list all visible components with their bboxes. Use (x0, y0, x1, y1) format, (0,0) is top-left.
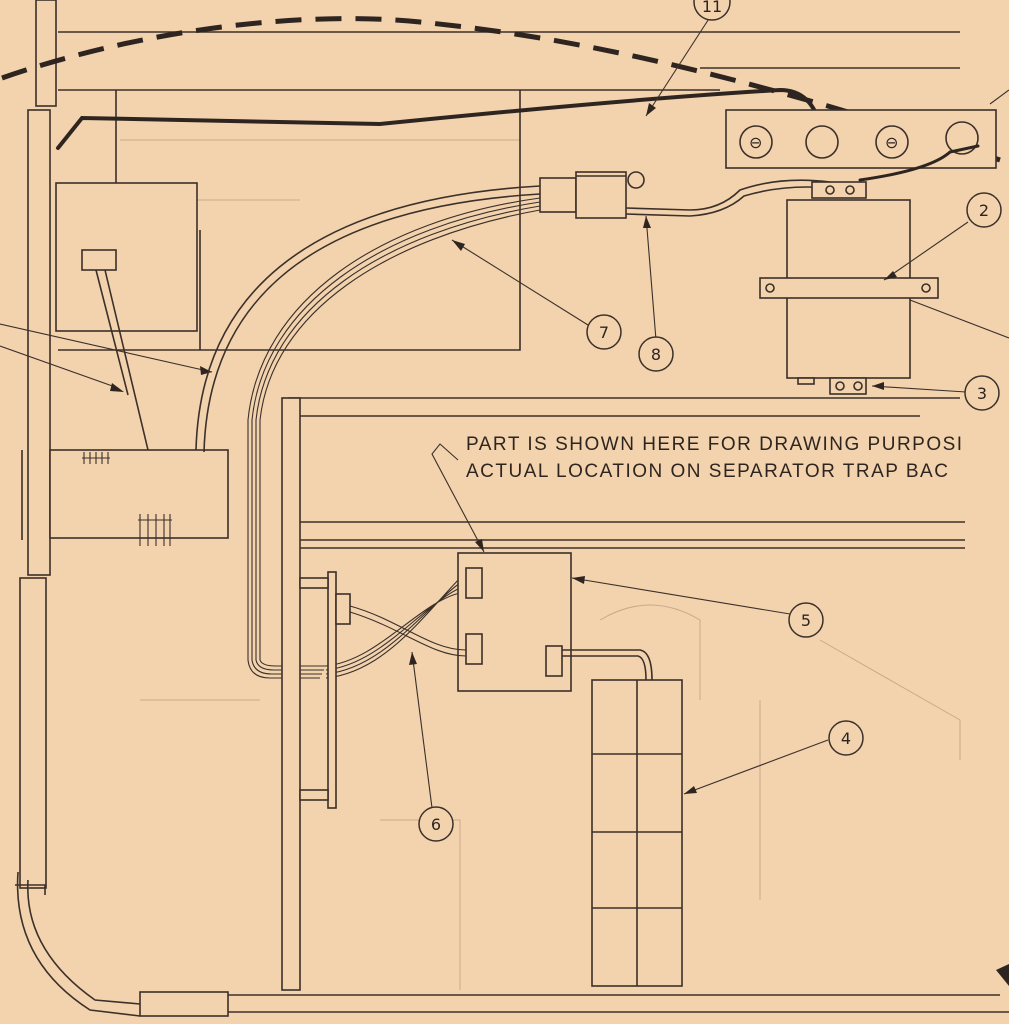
callout-11-label: 11 (702, 0, 722, 16)
callout-11: 11 (693, 0, 731, 21)
outlet-icon: ⊖ (885, 133, 898, 152)
callout-4-label: 4 (841, 729, 851, 748)
control-board (49, 449, 229, 546)
mount-bracket (299, 571, 351, 809)
callout-6: 6 (418, 806, 454, 842)
transformer (759, 181, 939, 395)
connector-wire (95, 269, 149, 451)
callout-8: 8 (638, 336, 674, 372)
harness-8 (247, 197, 541, 679)
leader-lines (409, 13, 1009, 809)
ghost-lines (120, 139, 961, 990)
note-line-1: PART IS SHOWN HERE FOR DRAWING PURPOSI (466, 434, 964, 455)
callout-8-label: 8 (651, 345, 661, 364)
top-frame-lines (58, 31, 960, 351)
module-5 (349, 552, 653, 692)
callout-5: 5 (788, 602, 824, 638)
callout-3: 3 (964, 375, 1000, 411)
outlet-strip: ⊖ ⊖ (725, 109, 997, 182)
callout-6-label: 6 (431, 815, 441, 834)
callout-3-label: 3 (977, 384, 987, 403)
upper-left-panel (55, 182, 198, 332)
callout-7-label: 7 (599, 323, 609, 342)
callout-7: 7 (586, 314, 622, 350)
heavy-cable (56, 87, 824, 150)
outlet-icon: ⊖ (749, 133, 762, 152)
cabinet-frame (139, 397, 1009, 1017)
callout-4: 4 (828, 720, 864, 756)
callout-2: 2 (966, 192, 1002, 228)
harness-7 (195, 185, 541, 453)
small-connector (81, 249, 117, 271)
callout-2-label: 2 (979, 201, 989, 220)
note-line-2: ACTUAL LOCATION ON SEPARATOR TRAP BAC (466, 461, 949, 482)
battery-pack-4 (591, 679, 683, 987)
left-pointers (0, 323, 213, 392)
callout-5-label: 5 (801, 611, 811, 630)
inline-connector (539, 171, 831, 219)
left-frame (15, 0, 141, 1017)
